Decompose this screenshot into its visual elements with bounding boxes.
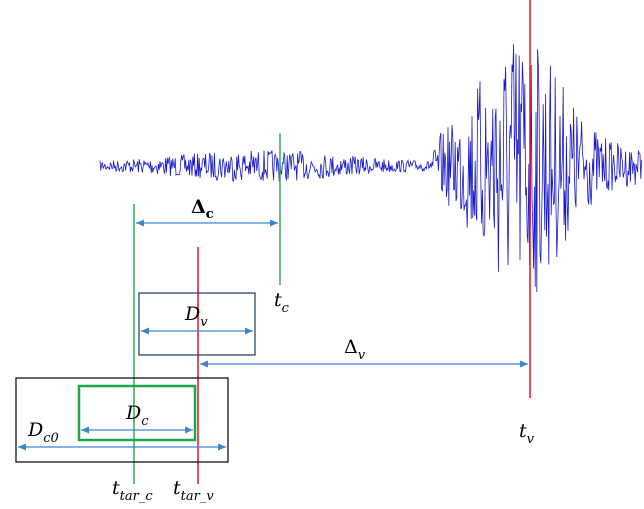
d-v-box (138, 292, 256, 356)
d-c0-label: Dc0 (27, 419, 59, 446)
t-v-label: tv (519, 420, 535, 447)
delta-v-label: Δv (344, 336, 366, 363)
t-tar-c-label: ttar_c (112, 477, 153, 504)
t-c-main: t (274, 289, 282, 311)
t-c-label: tc (274, 289, 290, 316)
d-c-main: D (125, 402, 141, 424)
d-c-sub: c (141, 414, 149, 429)
d-c0-sub: c0 (43, 431, 59, 446)
d-v-main: D (184, 303, 200, 325)
d-v-sub: v (200, 315, 208, 330)
t-tar-c-main: t (112, 477, 120, 499)
delta-v-main: Δ (344, 336, 358, 358)
d-c-label: Dc (125, 402, 149, 429)
t-tar-v-label: ttar_v (173, 477, 214, 504)
t-c-sub: c (282, 301, 290, 316)
delta-v-sub: v (358, 348, 366, 363)
delta-c-label: Δc (191, 196, 214, 222)
seismic-waveform (99, 44, 642, 293)
d-c-box (77, 384, 197, 442)
t-tar-v-main: t (173, 477, 181, 499)
t-tar-v-sub: tar_v (181, 489, 215, 504)
t-v-sub: v (527, 432, 535, 447)
d-v-label: Dv (184, 303, 208, 330)
delta-c-sub: c (206, 207, 214, 222)
d-c0-box (15, 377, 229, 463)
t-v-main: t (519, 420, 527, 442)
d-c0-main: D (27, 419, 43, 441)
delta-c-main: Δ (191, 196, 206, 218)
t-tar-c-sub: tar_c (120, 489, 154, 504)
